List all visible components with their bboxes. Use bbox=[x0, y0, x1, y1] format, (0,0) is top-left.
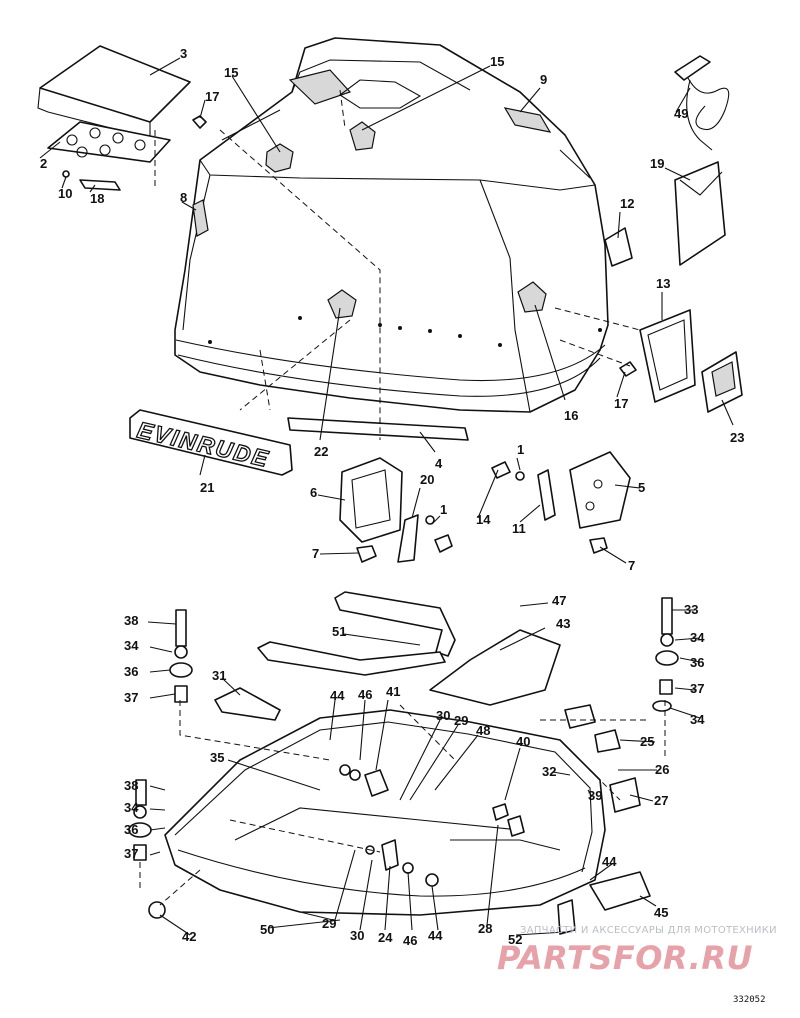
callout-label: 38 bbox=[124, 613, 138, 628]
mount-stacks bbox=[128, 597, 679, 919]
callout-label: 42 bbox=[182, 929, 196, 944]
callout-label: 52 bbox=[508, 932, 522, 947]
callout-label: 34 bbox=[124, 800, 139, 815]
watermark-tagline: ЗАПЧАСТИ И АКСЕССУАРЫ ДЛЯ МОТОТЕХНИКИ bbox=[520, 925, 777, 936]
callout-label: 32 bbox=[542, 764, 556, 779]
callout-label: 41 bbox=[386, 684, 400, 699]
callout-label: 17 bbox=[205, 89, 219, 104]
callout-label: 48 bbox=[476, 723, 490, 738]
callout-label: 47 bbox=[552, 593, 566, 608]
callout-label: 21 bbox=[200, 480, 214, 495]
callout-label: 1 bbox=[517, 442, 524, 457]
callout-label: 36 bbox=[690, 655, 704, 670]
callout-label: 29 bbox=[322, 916, 336, 931]
callout-label: 44 bbox=[428, 928, 443, 943]
callout-label: 19 bbox=[650, 156, 664, 171]
callout-label: 33 bbox=[684, 602, 698, 617]
callout-label: 34 bbox=[690, 630, 705, 645]
rear-cover-assembly bbox=[37, 45, 207, 191]
callout-label: 4 bbox=[435, 456, 443, 471]
cowl-hardware bbox=[604, 227, 743, 413]
seal-strip bbox=[287, 417, 469, 441]
callout-label: 34 bbox=[124, 638, 139, 653]
callout-label: 1 bbox=[440, 502, 447, 517]
callout-label: 29 bbox=[454, 713, 468, 728]
callout-label: 51 bbox=[332, 624, 346, 639]
callout-label: 35 bbox=[210, 750, 224, 765]
lower-pan bbox=[164, 709, 606, 916]
callout-label: 15 bbox=[224, 65, 238, 80]
callout-label: 38 bbox=[124, 778, 138, 793]
callout-label: 11 bbox=[512, 521, 526, 536]
callout-label: 40 bbox=[516, 734, 530, 749]
callout-label: 30 bbox=[350, 928, 364, 943]
callout-label: 44 bbox=[330, 688, 345, 703]
upper-cowl bbox=[174, 37, 609, 413]
callout-label: 5 bbox=[638, 480, 645, 495]
callout-label: 34 bbox=[690, 712, 705, 727]
callout-label: 44 bbox=[602, 854, 617, 869]
callout-label: 23 bbox=[730, 430, 744, 445]
evinrude-nameplate: EVINRUDE bbox=[129, 409, 293, 476]
callout-label: 9 bbox=[540, 72, 547, 87]
callout-label: 7 bbox=[628, 558, 635, 573]
callout-label: 37 bbox=[690, 681, 704, 696]
callout-label: 20 bbox=[420, 472, 434, 487]
callout-label: 27 bbox=[654, 793, 668, 808]
decal-parts bbox=[192, 107, 552, 319]
callout-label: 36 bbox=[124, 822, 138, 837]
watermark-logo: PARTSFOR.RU bbox=[497, 939, 753, 977]
callout-label: 18 bbox=[90, 191, 104, 206]
callout-label: 2 bbox=[40, 156, 47, 171]
callout-label: 46 bbox=[358, 687, 372, 702]
callout-label: 31 bbox=[212, 668, 226, 683]
callout-label: 28 bbox=[478, 921, 492, 936]
callout-label: 13 bbox=[656, 276, 670, 291]
cord-and-card bbox=[674, 55, 730, 266]
callout-label: 26 bbox=[655, 762, 669, 777]
latch-brackets bbox=[339, 451, 631, 563]
figure-number: 332052 bbox=[733, 995, 766, 1005]
callout-label: 49 bbox=[674, 106, 688, 121]
cowl-rivet-holes bbox=[208, 316, 602, 347]
callout-label: 30 bbox=[436, 708, 450, 723]
callout-label: 15 bbox=[490, 54, 504, 69]
callout-label: 22 bbox=[314, 444, 328, 459]
callout-label: 10 bbox=[58, 186, 72, 201]
callout-label: 46 bbox=[403, 933, 417, 948]
leader-lines bbox=[39, 57, 734, 936]
callout-label: 3 bbox=[180, 46, 187, 61]
callout-label: 16 bbox=[564, 408, 578, 423]
upper-strap-and-bracket bbox=[257, 591, 561, 706]
callout-label: 14 bbox=[476, 512, 491, 527]
callout-label: 7 bbox=[312, 546, 319, 561]
callout-label: 43 bbox=[556, 616, 570, 631]
assembly-lines bbox=[139, 89, 666, 906]
callout-label: 37 bbox=[124, 846, 138, 861]
callout-label: 39 bbox=[588, 788, 602, 803]
callout-label: 17 bbox=[614, 396, 628, 411]
callout-label: 24 bbox=[378, 930, 393, 945]
callout-label: 36 bbox=[124, 664, 138, 679]
callout-label: 37 bbox=[124, 690, 138, 705]
watermark: ЗАПЧАСТИ И АКСЕССУАРЫ ДЛЯ МОТОТЕХНИКИ PA… bbox=[497, 925, 777, 977]
callout-label: 45 bbox=[654, 905, 668, 920]
callout-label: 50 bbox=[260, 922, 274, 937]
callout-label: 6 bbox=[310, 485, 317, 500]
callout-label: 8 bbox=[180, 190, 187, 205]
callout-label: 12 bbox=[620, 196, 634, 211]
callout-label: 25 bbox=[640, 734, 654, 749]
